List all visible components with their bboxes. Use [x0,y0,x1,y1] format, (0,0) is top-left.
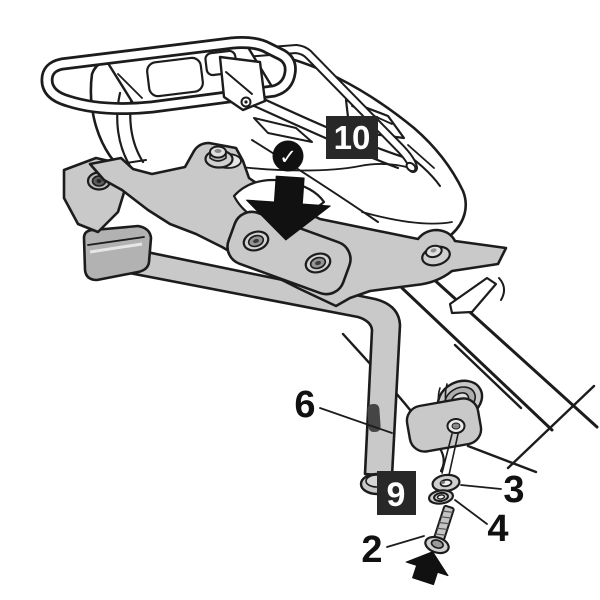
platform-cutout-large [146,56,204,98]
bolt-threads [435,510,453,536]
strap-line-left [116,91,132,168]
part-4-label: 4 [487,508,508,550]
step-10-label: 10 [334,119,371,156]
frame-line-3 [453,343,523,410]
up-arrow-icon [405,551,449,586]
leader-line-4 [454,499,488,525]
turn-signal [448,276,505,315]
annotations: ✓ 10 9 6 3 4 2 [245,116,525,586]
tube-end-cap-highlight [89,242,143,254]
frame-line-1 [400,286,554,432]
grab-rail-end [405,161,417,173]
frame-line-4 [506,384,596,470]
lower-seam [231,163,417,172]
washer-spring-hole [436,494,446,500]
down-arrow-icon [245,175,331,241]
check-icon: ✓ [279,145,297,169]
washer-flat-shadow [440,481,446,484]
bolt-socket [315,260,321,266]
top-mount-bolt [204,145,242,169]
step-box-9 [377,471,416,515]
axis-line-2 [448,433,459,476]
leader-line-3 [460,484,502,490]
fairing-seam [361,211,453,225]
rear-bracket-plate [218,55,267,112]
part-3-label: 3 [503,469,524,511]
pocket-line-2 [407,144,435,169]
check-badge [272,140,304,172]
washer-flat [431,473,461,493]
tube-end-cap-edge [87,236,145,246]
turn-signal-stem [498,277,505,301]
link-plate-hole-center [451,422,461,430]
part-6-label: 6 [294,384,315,426]
left-arm-bolt-dot [96,179,102,183]
lower-plate-bolt-rear [304,252,332,274]
rack-rear-bracket [218,55,267,112]
platform-step-line [117,73,143,99]
grab-rail [226,43,418,173]
bolt-dot [430,248,437,253]
link-plate-body [405,397,483,453]
right-arm-bolt [421,244,451,267]
step-9-label: 9 [387,476,406,514]
tube-end-cap [82,224,153,282]
rear-bracket-hole-dot [244,100,248,104]
turn-signal-body [448,276,498,315]
strap-end [125,159,147,164]
bolt-socket [430,539,444,549]
axis-line-1 [441,433,453,474]
rack-loop [40,36,297,116]
bolt-top-dot [214,149,222,153]
leader-line-6 [319,407,393,434]
link-plate [405,397,483,453]
bolt-socket [253,238,259,244]
frame-line-5 [466,444,538,474]
part-2-label: 2 [361,529,382,571]
washer-spring [427,489,455,505]
washer-spring-ring [433,491,449,503]
vent-panel [253,117,313,143]
lower-plate-bolt-front [242,230,270,252]
fastener-stack [424,433,461,555]
step-box-10 [326,116,378,159]
leader-line-2 [386,535,425,548]
rack-loop-tube [43,38,295,113]
bolt-part [424,504,455,555]
rear-bracket-gusset [225,71,253,95]
